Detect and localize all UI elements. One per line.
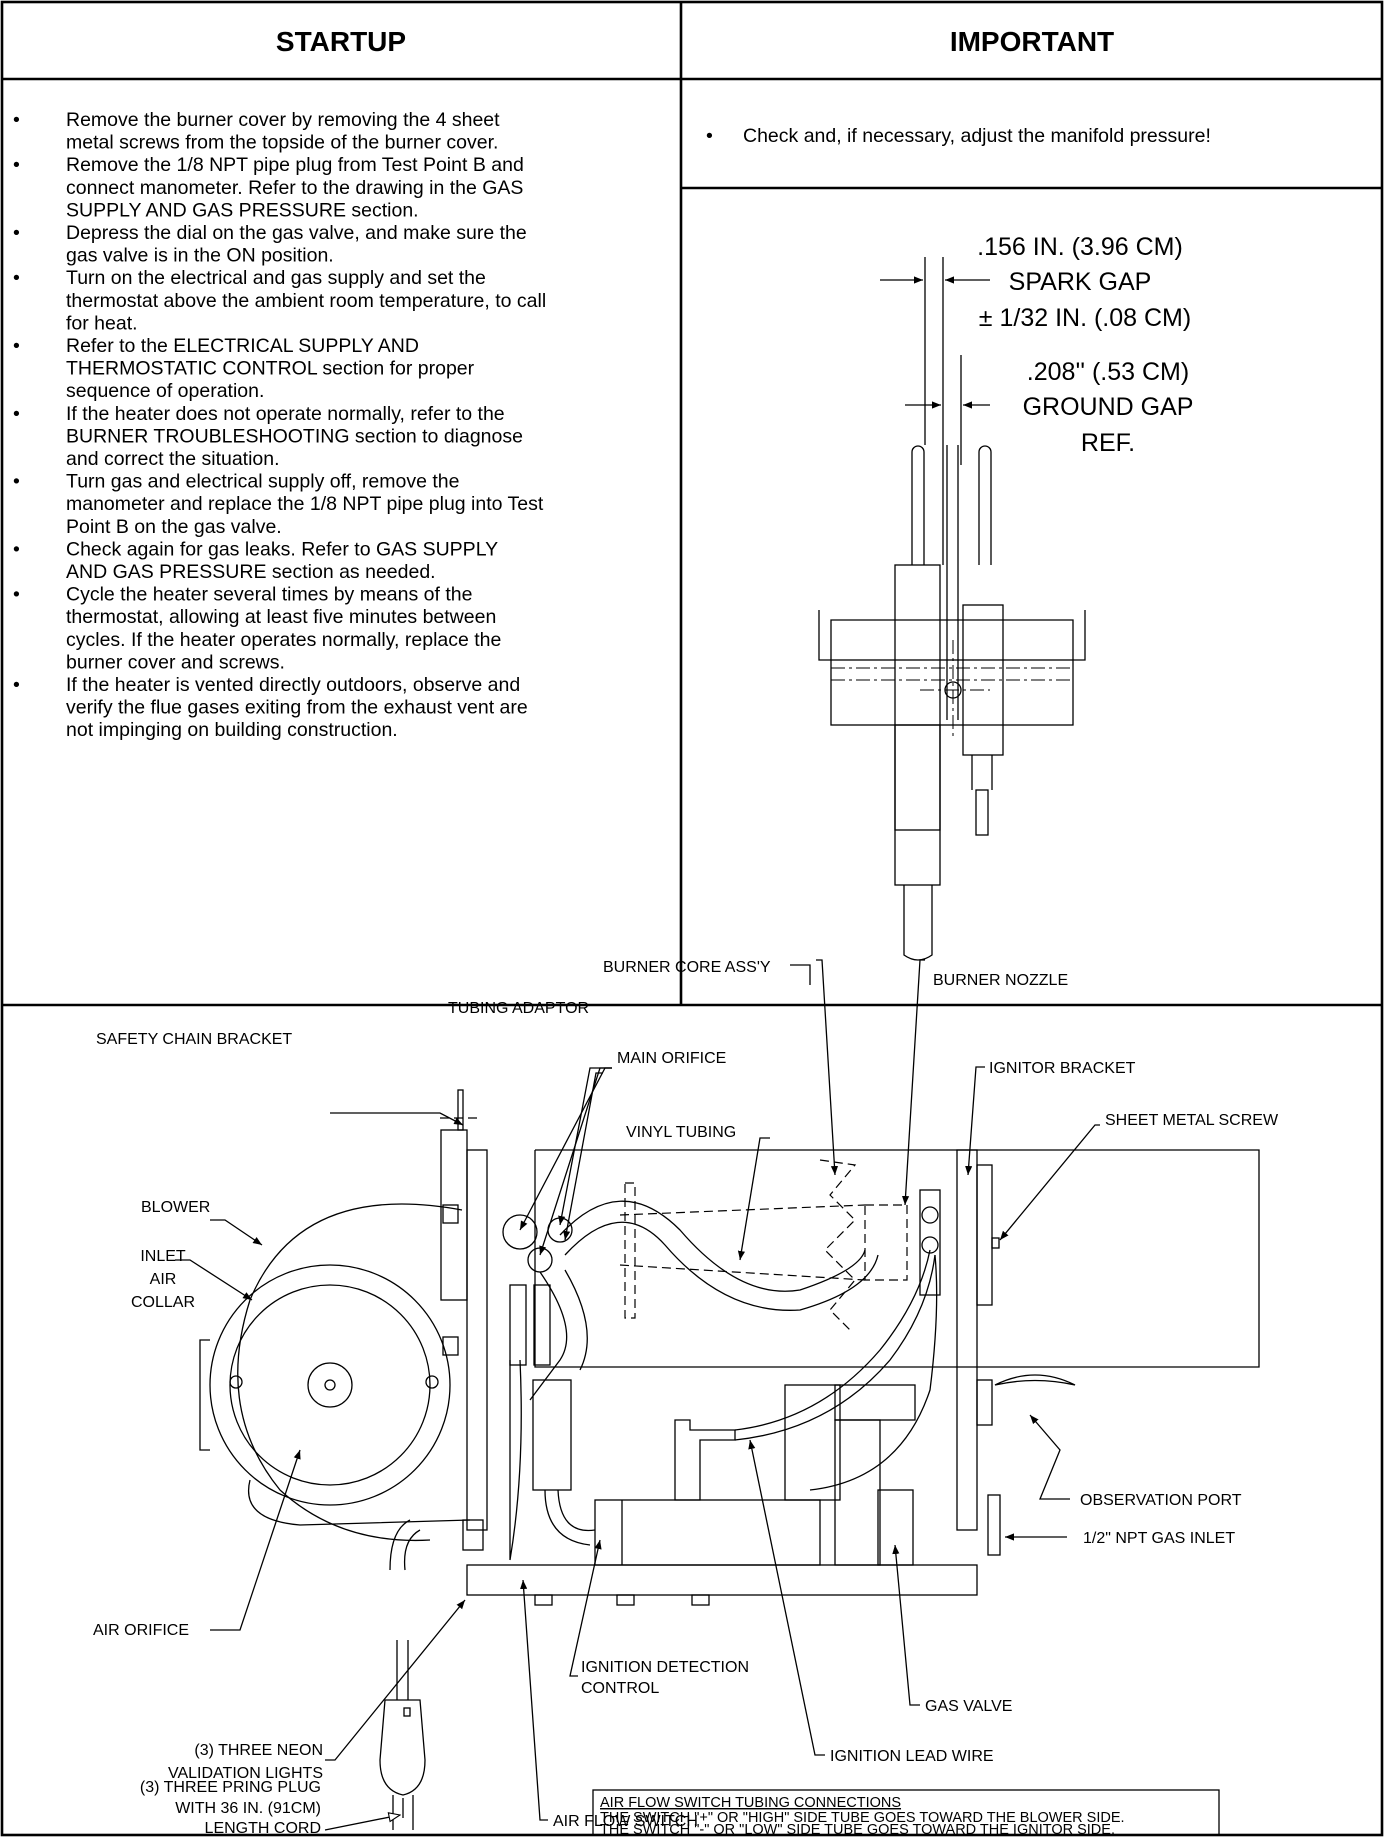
label-burner-core: BURNER CORE ASS'Y (603, 959, 771, 976)
startup-bullet: • (13, 403, 20, 425)
note-title: AIR FLOW SWITCH TUBING CONNECTIONS (600, 1795, 901, 1811)
startup-step-line: BURNER TROUBLESHOOTING section to diagno… (66, 425, 523, 447)
burner-assembly-drawing (175, 959, 1260, 1831)
label-neon-lights-2: VALIDATION LIGHTS (168, 1765, 323, 1782)
tubing-connection-note: AIR FLOW SWITCH TUBING CONNECTIONS THE S… (592, 1789, 1220, 1837)
label-blower: BLOWER (141, 1199, 210, 1216)
startup-bullet: • (13, 267, 20, 289)
note-line-2: THE SWITCH "-" OR "LOW" SIDE TUBE GOES T… (600, 1822, 1115, 1837)
label-plug-1: (3) THREE PRING PLUG (140, 1779, 321, 1796)
startup-step-line: connect manometer. Refer to the drawing … (66, 177, 523, 199)
label-collar: COLLAR (131, 1294, 195, 1311)
startup-step-line: verify the flue gases exiting from the e… (66, 697, 528, 719)
startup-step-line: Turn gas and electrical supply off, remo… (66, 471, 459, 493)
label-air-orifice: AIR ORIFICE (93, 1622, 189, 1639)
ground-gap-value: .208'' (.53 CM) (1027, 358, 1189, 386)
startup-header: STARTUP (276, 26, 406, 57)
label-burner-nozzle: BURNER NOZZLE (933, 972, 1068, 989)
ground-gap-label: GROUND GAP (1023, 393, 1194, 421)
label-gas-inlet: 1/2" NPT GAS INLET (1083, 1530, 1235, 1547)
startup-bullet: • (13, 335, 20, 357)
ground-gap-ref: REF. (1081, 429, 1135, 457)
label-observation-port: OBSERVATION PORT (1080, 1492, 1242, 1509)
startup-step-line: and correct the situation. (66, 448, 280, 470)
label-plug-3: LENGTH CORD (205, 1820, 321, 1837)
label-inlet: INLET (140, 1248, 186, 1265)
startup-step-line: SUPPLY AND GAS PRESSURE section. (66, 199, 419, 221)
label-air: AIR (150, 1271, 177, 1288)
ignitor-gap-diagram: .156 IN. (3.96 CM) SPARK GAP ± 1/32 IN. … (818, 233, 1194, 961)
important-header: IMPORTANT (950, 26, 1114, 57)
startup-bullet: • (13, 674, 20, 696)
bullet: • (706, 125, 713, 147)
label-ignition-lead-wire: IGNITION LEAD WIRE (830, 1748, 994, 1765)
startup-bullet: • (13, 584, 20, 606)
label-control: CONTROL (581, 1680, 659, 1697)
startup-step-line: Point B on the gas valve. (66, 516, 282, 538)
label-tubing-adaptor: TUBING ADAPTOR (448, 1000, 589, 1017)
startup-step-line: thermostat above the ambient room temper… (66, 290, 546, 312)
startup-bullet: • (13, 538, 20, 560)
startup-bullet: • (13, 222, 20, 244)
startup-step-line: Depress the dial on the gas valve, and m… (66, 222, 527, 244)
startup-bullet: • (13, 471, 20, 493)
startup-step-line: Turn on the electrical and gas supply an… (66, 267, 486, 289)
startup-step-line: not impinging on building construction. (66, 719, 398, 741)
startup-step-line: If the heater does not operate normally,… (66, 403, 505, 425)
label-safety-chain-bracket: SAFETY CHAIN BRACKET (96, 1031, 292, 1048)
startup-step-line: metal screws from the topside of the bur… (66, 132, 498, 154)
label-plug-2: WITH 36 IN. (91CM) (175, 1800, 321, 1817)
label-ignition-detection: IGNITION DETECTION (581, 1659, 749, 1676)
startup-step-line: for heat. (66, 312, 138, 334)
label-gas-valve: GAS VALVE (925, 1698, 1012, 1715)
startup-step-line: Cycle the heater several times by means … (66, 584, 472, 606)
label-ignitor-bracket: IGNITOR BRACKET (989, 1060, 1136, 1077)
startup-bullet: • (13, 109, 20, 131)
startup-step-line: AND GAS PRESSURE section as needed. (66, 561, 436, 583)
label-neon-lights-1: (3) THREE NEON (194, 1742, 323, 1759)
startup-step-line: Check again for gas leaks. Refer to GAS … (66, 538, 498, 560)
note-line-1: THE SWITCH "+" OR "HIGH" SIDE TUBE GOES … (600, 1810, 1125, 1826)
startup-step-line: THERMOSTATIC CONTROL section for proper (66, 358, 475, 380)
startup-step-line: If the heater is vented directly outdoor… (66, 674, 520, 696)
startup-step-line: manometer and replace the 1/8 NPT pipe p… (66, 493, 544, 515)
startup-list: • Remove the burner cover by removing the… (13, 109, 546, 741)
startup-step-line: cycles. If the heater operates normally,… (66, 629, 501, 651)
startup-step-line: sequence of operation. (66, 380, 264, 402)
spark-gap-label: SPARK GAP (1009, 268, 1152, 296)
label-main-orifice: MAIN ORIFICE (617, 1050, 726, 1067)
label-sheet-metal-screw: SHEET METAL SCREW (1105, 1112, 1279, 1129)
label-vinyl-tubing: VINYL TUBING (626, 1124, 736, 1141)
startup-step-line: Refer to the ELECTRICAL SUPPLY AND (66, 335, 419, 357)
spark-gap-value: .156 IN. (3.96 CM) (977, 233, 1183, 261)
startup-step-line: burner cover and screws. (66, 651, 285, 673)
spark-gap-tolerance: ± 1/32 IN. (.08 CM) (979, 304, 1191, 332)
startup-step-line: thermostat, allowing at least five minut… (66, 606, 496, 628)
startup-step-line: Remove the 1/8 NPT pipe plug from Test P… (66, 154, 524, 176)
startup-step-line: Remove the burner cover by removing the … (66, 109, 500, 131)
label-air-flow-switch: AIR FLOW SWITCH (553, 1813, 698, 1830)
important-text: Check and, if necessary, adjust the mani… (743, 125, 1211, 147)
startup-bullet: • (13, 154, 20, 176)
startup-step-line: gas valve is in the ON position. (66, 245, 334, 267)
